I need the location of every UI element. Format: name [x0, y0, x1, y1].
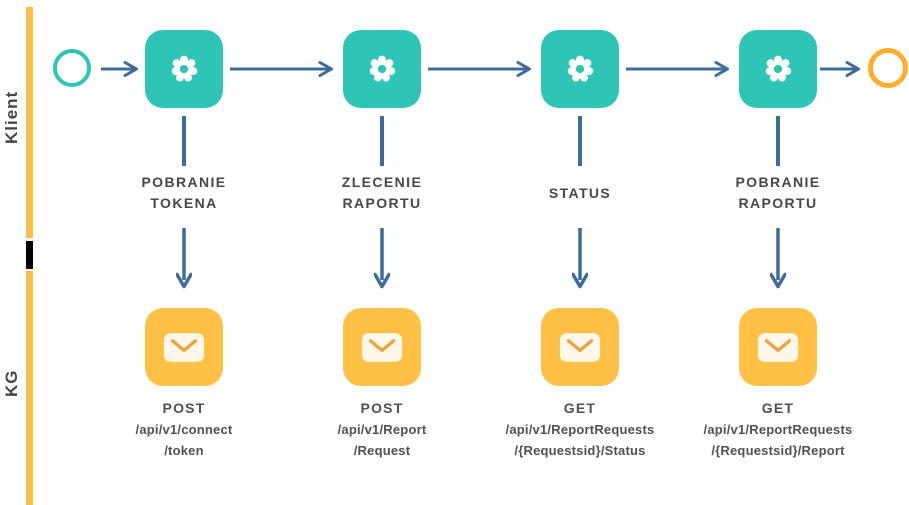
step-label-line: TOKENA — [150, 195, 218, 211]
envelope-icon — [559, 332, 601, 362]
step-label: ZLECENIE RAPORTU — [283, 170, 481, 216]
request-path: /api/v1/connect — [135, 422, 233, 437]
step-label: POBRANIE RAPORTU — [679, 170, 877, 216]
step-label-line: POBRANIE — [141, 174, 227, 190]
down-arrow — [374, 228, 390, 289]
request-path: /api/v1/Report — [337, 422, 427, 437]
request-label: GET /api/v1/ReportRequests /{Requestsid}… — [679, 398, 877, 461]
request-method: GET — [563, 400, 597, 416]
gear-icon — [567, 55, 594, 82]
connector-line — [776, 116, 780, 166]
request-label: POST /api/v1/Report /Request — [283, 398, 481, 461]
down-arrow — [176, 228, 192, 289]
request-path: /{Requestsid}/Status — [514, 443, 646, 458]
envelope-icon — [163, 332, 205, 362]
gear-icon — [765, 55, 792, 82]
end-event-circle — [868, 48, 908, 88]
message-box — [739, 308, 817, 386]
message-box — [541, 308, 619, 386]
task-box — [541, 30, 619, 108]
flow-arrow-1 — [230, 61, 333, 77]
gear-icon — [369, 55, 396, 82]
task-box — [145, 30, 223, 108]
flow-arrow-3 — [626, 61, 729, 77]
lane-bar-kg — [26, 271, 33, 505]
flow-column-pobranie-raportu: POBRANIE RAPORTU GET /api/v1/ReportReque… — [679, 0, 877, 505]
connector-line — [380, 116, 384, 166]
step-label-line: ZLECENIE — [341, 174, 423, 190]
down-arrow — [572, 228, 588, 289]
request-path: /token — [164, 443, 204, 458]
connector-line — [182, 116, 186, 166]
request-path: /Request — [353, 443, 411, 458]
down-arrow — [770, 228, 786, 289]
request-label: GET /api/v1/ReportRequests /{Requestsid}… — [481, 398, 679, 461]
flow-column-pobranie-tokena: POBRANIE TOKENA POST /api/v1/connect /to… — [85, 0, 283, 505]
request-path: /api/v1/ReportRequests — [703, 422, 853, 437]
step-label-line: STATUS — [548, 184, 612, 201]
start-event-circle — [53, 49, 91, 87]
flow-arrow-start — [101, 61, 138, 77]
step-label-line: RAPORTU — [738, 195, 818, 211]
lane-label-klient: Klient — [2, 90, 21, 145]
request-path: /api/v1/ReportRequests — [505, 422, 655, 437]
step-label: POBRANIE TOKENA — [85, 170, 283, 216]
message-box — [145, 308, 223, 386]
task-box — [739, 30, 817, 108]
lane-label-kg: KG — [2, 369, 21, 397]
step-label-line: RAPORTU — [342, 195, 422, 211]
request-method: POST — [162, 400, 206, 416]
request-path: /{Requestsid}/Report — [711, 443, 845, 458]
envelope-icon — [757, 332, 799, 362]
message-box — [343, 308, 421, 386]
step-label: STATUS — [481, 170, 679, 216]
request-label: POST /api/v1/connect /token — [85, 398, 283, 461]
task-box — [343, 30, 421, 108]
lane-bar-klient — [26, 7, 33, 238]
lane-divider — [26, 241, 33, 269]
connector-line — [578, 116, 582, 166]
envelope-icon — [361, 332, 403, 362]
flow-arrow-2 — [428, 61, 531, 77]
flow-column-status: STATUS GET /api/v1/ReportRequests /{Requ… — [481, 0, 679, 505]
request-method: POST — [360, 400, 404, 416]
step-label-line: POBRANIE — [735, 174, 821, 190]
gear-icon — [171, 55, 198, 82]
flow-column-zlecenie-raportu: ZLECENIE RAPORTU POST /api/v1/Report /Re… — [283, 0, 481, 505]
request-method: GET — [761, 400, 795, 416]
flow-arrow-end — [820, 61, 860, 77]
